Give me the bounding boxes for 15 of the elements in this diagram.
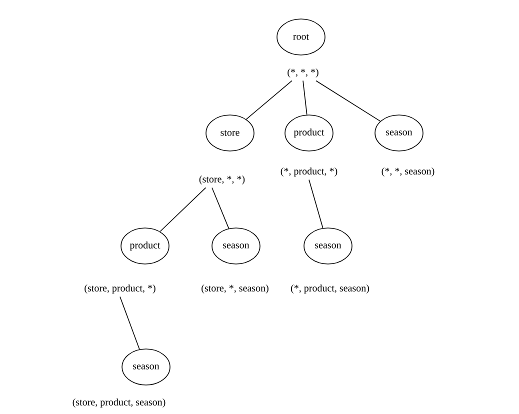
cuboid-label: (store, product, *) xyxy=(84,284,156,294)
cuboid-label: (*, *, *) xyxy=(288,68,318,78)
tree-edge xyxy=(120,296,140,350)
tree-edge xyxy=(246,80,292,120)
tree-edge xyxy=(308,179,324,228)
tree-edge xyxy=(302,80,308,116)
tree-edge xyxy=(316,80,381,122)
cuboid-label: (store, product, season) xyxy=(72,398,166,408)
cuboid-label: (*, *, season) xyxy=(382,167,434,177)
tree-edge xyxy=(212,187,230,229)
cuboid-label: (store, *, season) xyxy=(202,284,268,294)
tree-edge xyxy=(160,187,206,232)
cuboid-label: (*, product, *) xyxy=(280,167,338,177)
cuboid-label: (store, *, *) xyxy=(199,175,245,185)
cuboid-label: (*, product, season) xyxy=(291,284,369,294)
